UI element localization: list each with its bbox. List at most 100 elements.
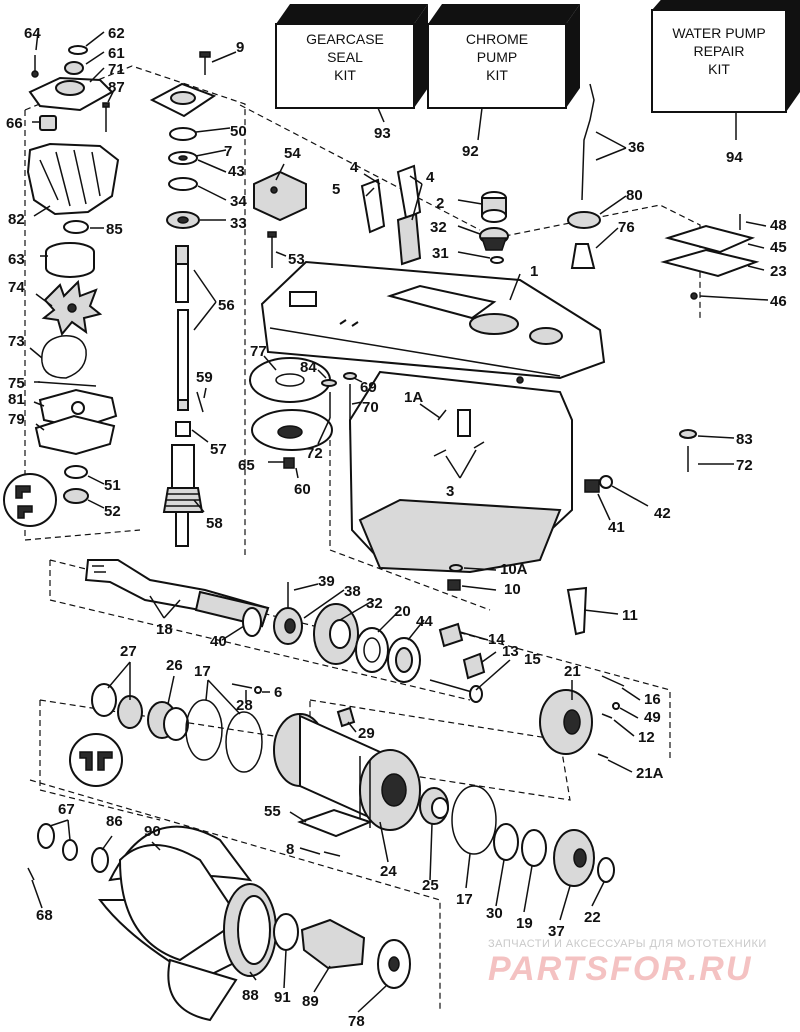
label-2: 2 bbox=[436, 195, 444, 212]
label-25: 25 bbox=[422, 877, 439, 894]
propeller bbox=[27, 823, 411, 1022]
kit-box-chrome-pump: CHROME PUMP KIT bbox=[427, 4, 580, 109]
label-14: 14 bbox=[488, 631, 505, 648]
label-79: 79 bbox=[8, 411, 25, 428]
label-48: 48 bbox=[770, 217, 787, 234]
label-46: 46 bbox=[770, 293, 787, 310]
kit-92-line2: PUMP bbox=[477, 49, 517, 65]
label-58: 58 bbox=[206, 515, 223, 532]
label-63: 63 bbox=[8, 251, 25, 268]
label-69: 69 bbox=[360, 379, 377, 396]
label-54: 54 bbox=[284, 145, 301, 162]
label-50: 50 bbox=[230, 123, 247, 140]
label-21a: 21A bbox=[636, 765, 664, 782]
part-labels: 1 1A 3 2 4 4 5 6 7 8 9 10 10A 11 12 13 1… bbox=[6, 25, 787, 1030]
label-73: 73 bbox=[8, 333, 25, 350]
label-3: 3 bbox=[446, 483, 454, 500]
label-16: 16 bbox=[644, 691, 661, 708]
label-19: 19 bbox=[516, 915, 533, 932]
label-87: 87 bbox=[108, 79, 125, 96]
label-37: 37 bbox=[548, 923, 565, 940]
kit-box-gearcase-seal: GEARCASE SEAL KIT bbox=[275, 4, 428, 109]
label-81: 81 bbox=[8, 391, 25, 408]
label-26: 26 bbox=[166, 657, 183, 674]
propeller-shaft-parts bbox=[84, 559, 625, 759]
label-67: 67 bbox=[58, 801, 75, 818]
label-83: 83 bbox=[736, 431, 753, 448]
kit-94-line1: WATER PUMP bbox=[672, 25, 765, 41]
label-4a: 4 bbox=[350, 159, 359, 176]
label-84: 84 bbox=[300, 359, 317, 376]
water-pump-parts bbox=[3, 45, 120, 527]
label-52: 52 bbox=[104, 503, 121, 520]
label-9: 9 bbox=[236, 39, 244, 56]
label-49: 49 bbox=[644, 709, 661, 726]
kit-93-line2: SEAL bbox=[327, 49, 363, 65]
label-55: 55 bbox=[264, 803, 281, 820]
lower-seal-parts bbox=[69, 683, 263, 787]
label-75: 75 bbox=[8, 375, 25, 392]
kit-93-line3: KIT bbox=[334, 67, 356, 83]
label-76: 76 bbox=[618, 219, 635, 236]
label-45: 45 bbox=[770, 239, 787, 256]
label-65: 65 bbox=[238, 457, 255, 474]
label-7: 7 bbox=[224, 143, 232, 160]
kit-box-water-pump-repair: WATER PUMP REPAIR KIT bbox=[651, 0, 800, 113]
label-62: 62 bbox=[108, 25, 125, 42]
label-10: 10 bbox=[504, 581, 521, 598]
label-27: 27 bbox=[120, 643, 137, 660]
label-34: 34 bbox=[230, 193, 247, 210]
label-74: 74 bbox=[8, 279, 25, 296]
label-24: 24 bbox=[380, 863, 397, 880]
label-51: 51 bbox=[104, 477, 121, 494]
label-22: 22 bbox=[584, 909, 601, 926]
label-33: 33 bbox=[230, 215, 247, 232]
label-1a: 1A bbox=[404, 389, 423, 406]
label-66: 66 bbox=[6, 115, 23, 132]
label-93: 93 bbox=[374, 125, 391, 142]
label-53: 53 bbox=[288, 251, 305, 268]
label-44: 44 bbox=[416, 613, 433, 630]
label-17b: 17 bbox=[456, 891, 473, 908]
label-17a: 17 bbox=[194, 663, 211, 680]
label-60: 60 bbox=[294, 481, 311, 498]
label-91: 91 bbox=[274, 989, 291, 1006]
label-92: 92 bbox=[462, 143, 479, 160]
label-23: 23 bbox=[770, 263, 787, 280]
label-20: 20 bbox=[394, 603, 411, 620]
label-32a: 32 bbox=[430, 219, 447, 236]
housing-screws bbox=[433, 409, 697, 591]
label-86: 86 bbox=[106, 813, 123, 830]
label-43: 43 bbox=[228, 163, 245, 180]
label-88: 88 bbox=[242, 987, 259, 1004]
label-90: 90 bbox=[144, 823, 161, 840]
label-71: 71 bbox=[108, 61, 125, 78]
label-30: 30 bbox=[486, 905, 503, 922]
label-4b: 4 bbox=[426, 169, 435, 186]
label-80: 80 bbox=[626, 187, 643, 204]
label-18: 18 bbox=[156, 621, 173, 638]
label-56: 56 bbox=[218, 297, 235, 314]
label-61: 61 bbox=[108, 45, 125, 62]
label-41: 41 bbox=[608, 519, 625, 536]
label-10a: 10A bbox=[500, 561, 528, 578]
gear-housing bbox=[260, 260, 606, 574]
label-70: 70 bbox=[362, 399, 379, 416]
label-13: 13 bbox=[502, 643, 519, 660]
label-59: 59 bbox=[196, 369, 213, 386]
label-29: 29 bbox=[358, 725, 375, 742]
label-42: 42 bbox=[654, 505, 671, 522]
label-57: 57 bbox=[210, 441, 227, 458]
label-77: 77 bbox=[250, 343, 267, 360]
label-32b: 32 bbox=[366, 595, 383, 612]
label-36: 36 bbox=[628, 139, 645, 156]
label-39: 39 bbox=[318, 573, 335, 590]
label-11: 11 bbox=[622, 607, 638, 624]
label-72a: 72 bbox=[306, 445, 323, 462]
label-64: 64 bbox=[24, 25, 41, 42]
label-82: 82 bbox=[8, 211, 25, 228]
callout-lines bbox=[29, 31, 769, 1013]
label-38: 38 bbox=[344, 583, 361, 600]
label-15: 15 bbox=[524, 651, 541, 668]
driveshaft-parts bbox=[149, 51, 217, 547]
